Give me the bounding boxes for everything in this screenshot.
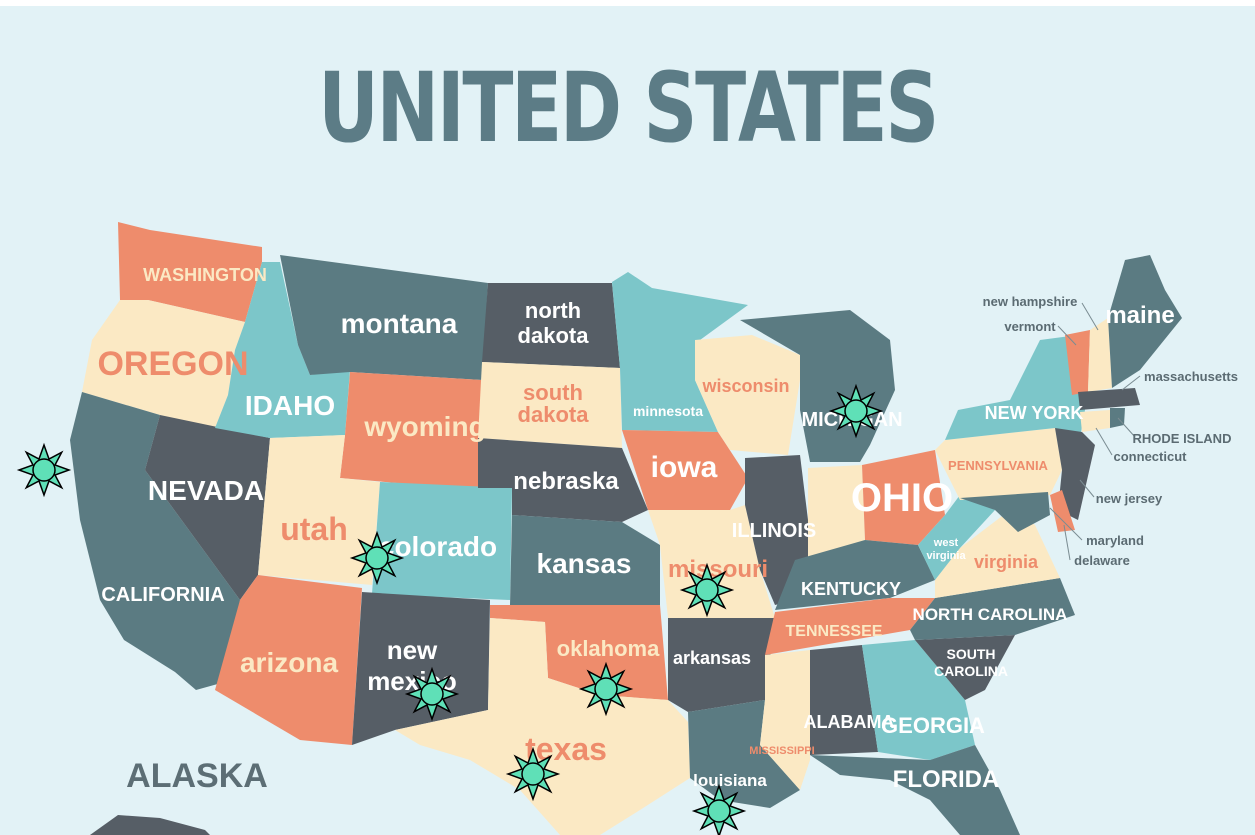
label-massachusetts: massachusetts	[1144, 369, 1238, 384]
sun-marker-icon[interactable]	[16, 442, 72, 498]
state-nevada[interactable]	[145, 415, 270, 600]
state-washington[interactable]	[118, 222, 262, 322]
state-new-hampshire[interactable]	[1088, 318, 1112, 392]
state-new-jersey[interactable]	[1055, 428, 1095, 520]
state-montana[interactable]	[280, 255, 488, 380]
state-alabama[interactable]	[810, 645, 878, 755]
state-missouri[interactable]	[648, 505, 775, 618]
state-north-carolina[interactable]	[910, 578, 1075, 640]
state-idaho[interactable]	[215, 262, 350, 438]
state-california[interactable]	[70, 392, 240, 690]
state-texas[interactable]	[395, 618, 690, 835]
state-delaware[interactable]	[1050, 490, 1075, 532]
state-georgia[interactable]	[862, 640, 975, 760]
label-connecticut: connecticut	[1114, 449, 1188, 464]
state-kentucky[interactable]	[775, 540, 935, 610]
state-rhode-island[interactable]	[1110, 408, 1125, 428]
label-maryland: maryland	[1086, 533, 1144, 548]
sun-marker-icon[interactable]	[404, 666, 460, 722]
state-alaska[interactable]	[90, 815, 210, 835]
state-nebraska[interactable]	[478, 438, 648, 522]
state-mississippi[interactable]	[760, 650, 810, 790]
state-arizona[interactable]	[215, 575, 362, 745]
state-north-dakota[interactable]	[482, 283, 620, 368]
map-title: UNITED STATES	[318, 52, 939, 164]
label-alaska: ALASKA	[126, 757, 268, 795]
state-tennessee[interactable]	[765, 598, 935, 655]
sun-marker-icon[interactable]	[578, 661, 634, 717]
state-oklahoma[interactable]	[490, 605, 668, 700]
state-arkansas[interactable]	[668, 618, 775, 712]
state-south-dakota[interactable]	[478, 362, 622, 448]
state-wisconsin[interactable]	[695, 335, 800, 455]
state-indiana[interactable]	[808, 465, 865, 560]
state-new-york[interactable]	[945, 335, 1085, 440]
state-maryland[interactable]	[960, 492, 1050, 532]
label-delaware: delaware	[1074, 553, 1130, 568]
label-vermont: vermont	[1004, 319, 1056, 334]
sun-marker-icon[interactable]	[679, 562, 735, 618]
state-connecticut[interactable]	[1080, 410, 1110, 432]
sun-marker-icon[interactable]	[691, 783, 747, 835]
state-colorado[interactable]	[372, 482, 512, 600]
state-vermont[interactable]	[1065, 330, 1090, 395]
state-ohio[interactable]	[862, 450, 945, 545]
state-utah[interactable]	[258, 435, 380, 585]
state-oregon[interactable]	[82, 300, 245, 428]
state-massachusetts[interactable]	[1078, 388, 1140, 410]
state-florida[interactable]	[810, 745, 1020, 835]
state-louisiana[interactable]	[688, 700, 800, 808]
state-pennsylvania[interactable]	[935, 428, 1062, 500]
state-kansas[interactable]	[510, 515, 660, 605]
state-virginia[interactable]	[935, 510, 1060, 598]
state-wyoming[interactable]	[340, 372, 482, 490]
state-iowa[interactable]	[622, 430, 748, 510]
sun-marker-icon[interactable]	[828, 383, 884, 439]
label-rhode-island: RHODE ISLAND	[1133, 431, 1232, 446]
sun-marker-icon[interactable]	[505, 746, 561, 802]
state-new-mexico[interactable]	[352, 592, 490, 745]
sun-marker-icon[interactable]	[349, 530, 405, 586]
state-west-virginia[interactable]	[918, 495, 995, 580]
label-new-jersey: new jersey	[1096, 491, 1163, 506]
markers	[16, 383, 884, 835]
leader-lines	[1049, 302, 1141, 561]
label-new-hampshire: new hampshire	[983, 294, 1078, 309]
state-maine[interactable]	[1108, 255, 1182, 388]
state-south-carolina[interactable]	[915, 635, 1015, 700]
state-minnesota[interactable]	[612, 272, 748, 432]
